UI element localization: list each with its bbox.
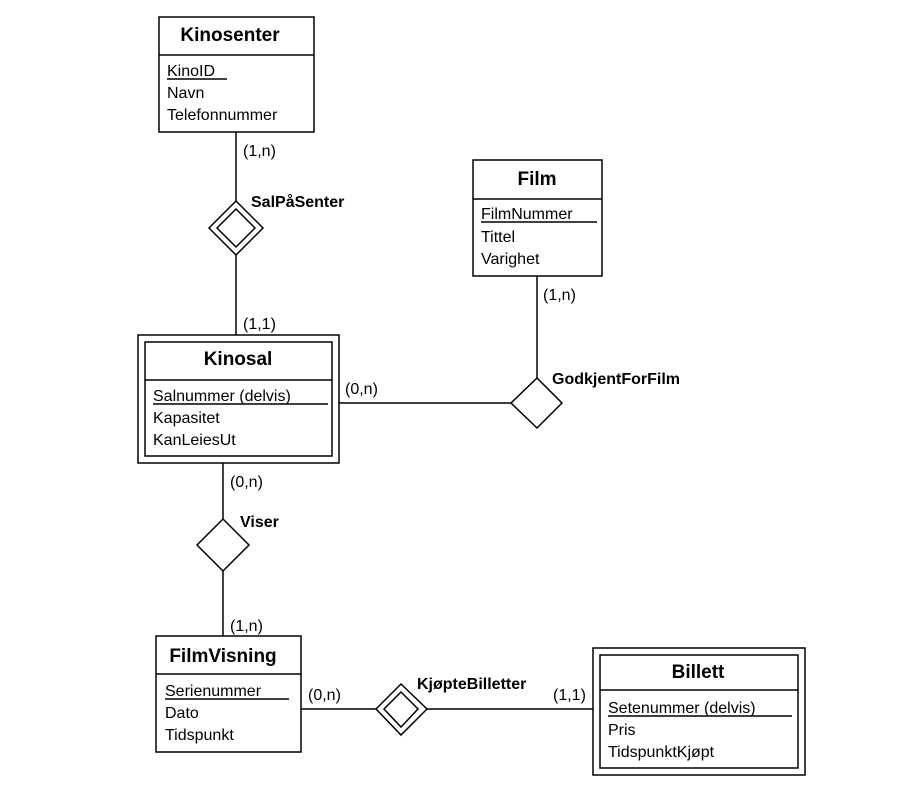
relationship-label: SalPåSenter	[251, 193, 344, 211]
entity-attribute: Kapasitet	[153, 410, 220, 427]
entity-attribute: Telefonnummer	[167, 107, 278, 124]
entity-key-attribute: Setenummer (delvis)	[608, 700, 756, 717]
entity-title: Kinosal	[204, 349, 273, 370]
cardinality-label: (0,n)	[345, 381, 378, 398]
entity-attribute: Dato	[165, 705, 199, 722]
relationship-outer-diamond	[374, 682, 429, 737]
cardinality-label: (1,n)	[543, 287, 576, 304]
relationship-godkjentforfilm: GodkjentForFilm	[509, 371, 680, 430]
entity-box	[155, 635, 302, 753]
relationship-kjoptebilletter: KjøpteBilletter	[374, 676, 526, 737]
entity-box	[158, 16, 315, 133]
entity-title: Billett	[672, 662, 725, 683]
cardinality-labels: (1,n) (1,1) (1,n) (0,n) (0,n) (1,n) (0,n…	[230, 143, 586, 704]
entity-inner-box	[599, 654, 799, 769]
relationship-label: GodkjentForFilm	[552, 371, 680, 388]
entity-attribute: KanLeiesUt	[153, 432, 236, 449]
cardinality-label: (1,1)	[243, 316, 276, 333]
connector-lines	[222, 132, 593, 710]
relationship-label: Viser	[240, 514, 279, 531]
entity-attribute: Varighet	[481, 251, 540, 268]
relationship-inner-diamond	[215, 207, 257, 249]
entity-box	[472, 159, 603, 277]
entity-key-attribute: KinoID	[167, 63, 215, 80]
relationship-diamond	[509, 376, 564, 430]
entity-attribute: Tidspunkt	[165, 727, 234, 744]
entity-key-attribute: Salnummer (delvis)	[153, 388, 291, 405]
entity-key-attribute: Serienummer	[165, 683, 262, 700]
entity-filmvisning: FilmVisning Serienummer Dato Tidspunkt	[155, 635, 302, 753]
relationship-diamond	[195, 517, 251, 573]
entity-key-attribute: FilmNummer	[481, 206, 573, 223]
relationship-inner-diamond	[382, 690, 420, 729]
entity-title: FilmVisning	[169, 646, 276, 667]
entity-kinosal: Kinosal Salnummer (delvis) Kapasitet Kan…	[137, 334, 340, 464]
relationship-outer-diamond	[207, 199, 265, 257]
cardinality-label: (0,n)	[230, 474, 263, 491]
relationship-salpasenter: SalPåSenter	[207, 193, 344, 257]
relationship-viser: Viser	[195, 514, 279, 573]
entity-inner-box	[144, 341, 333, 457]
cardinality-label: (0,n)	[308, 687, 341, 704]
entity-title: Film	[517, 169, 556, 190]
entity-attribute: Pris	[608, 722, 636, 739]
cardinality-label: (1,n)	[243, 143, 276, 160]
entity-attribute: Tittel	[481, 229, 515, 246]
relationship-label: KjøpteBilletter	[417, 676, 526, 693]
entity-billett: Billett Setenummer (delvis) Pris Tidspun…	[592, 647, 806, 776]
entity-attribute: Navn	[167, 85, 204, 102]
entity-film: Film FilmNummer Tittel Varighet	[472, 159, 603, 277]
entity-attribute: TidspunktKjøpt	[608, 744, 715, 761]
cardinality-label: (1,1)	[553, 687, 586, 704]
entity-kinosenter: Kinosenter KinoID Navn Telefonnummer	[158, 16, 315, 133]
entity-title: Kinosenter	[180, 25, 280, 46]
cardinality-label: (1,n)	[230, 618, 263, 635]
